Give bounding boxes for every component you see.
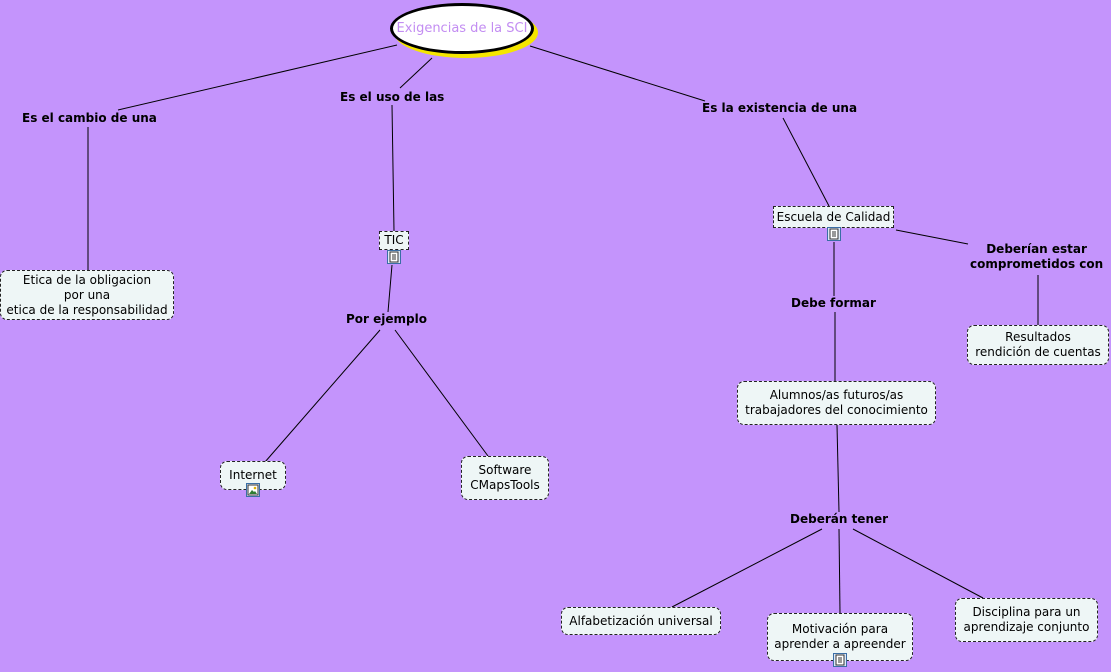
connector bbox=[782, 117, 830, 207]
link-formar: Debe formar bbox=[791, 296, 876, 310]
connector bbox=[671, 528, 823, 608]
node-resultados[interactable]: Resultados rendición de cuentas bbox=[967, 325, 1109, 365]
connector bbox=[394, 329, 489, 457]
node-tic[interactable]: TIC bbox=[379, 231, 409, 250]
link-ejemplo: Por ejemplo bbox=[346, 312, 427, 326]
node-alfabetizacion[interactable]: Alfabetización universal bbox=[561, 607, 721, 635]
image-icon[interactable] bbox=[246, 483, 260, 497]
connector bbox=[387, 264, 393, 313]
node-alumnos[interactable]: Alumnos/as futuros/as trabajadores del c… bbox=[737, 381, 936, 425]
link-uso: Es el uso de las bbox=[340, 90, 445, 104]
connector bbox=[399, 57, 433, 89]
connector bbox=[391, 104, 395, 232]
link-comprometidos: Deberían estar comprometidos con bbox=[970, 242, 1104, 271]
connector bbox=[895, 229, 969, 245]
node-software[interactable]: Software CMapsTools bbox=[461, 456, 549, 500]
node-disciplina[interactable]: Disciplina para un aprendizaje conjunto bbox=[955, 598, 1098, 642]
node-etica[interactable]: Etica de la obligacion por una etica de … bbox=[0, 270, 174, 320]
link-existencia: Es la existencia de una bbox=[702, 101, 858, 115]
root-label: Exigencias de la SCI bbox=[396, 21, 528, 36]
connector bbox=[529, 45, 706, 102]
link-cambio: Es el cambio de una bbox=[22, 111, 157, 125]
document-icon[interactable] bbox=[387, 250, 401, 264]
link-tener: Deberán tener bbox=[790, 512, 889, 526]
connector bbox=[264, 329, 381, 463]
connector bbox=[838, 528, 841, 614]
node-escuela[interactable]: Escuela de Calidad bbox=[773, 206, 894, 228]
document-icon[interactable] bbox=[827, 227, 841, 241]
connector bbox=[852, 528, 984, 599]
document-icon[interactable] bbox=[833, 653, 847, 667]
connector bbox=[117, 44, 398, 111]
root-concept[interactable]: Exigencias de la SCI bbox=[390, 3, 534, 54]
connector bbox=[836, 424, 840, 513]
